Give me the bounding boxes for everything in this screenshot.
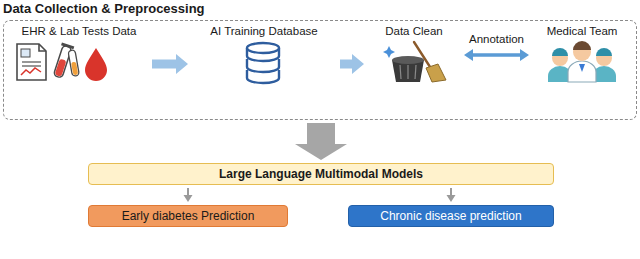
ehr-document-icon (17, 44, 46, 80)
clean-item: Data Clean (367, 24, 461, 86)
flow-arrow (464, 49, 529, 61)
output-box: Early diabetes Prediction (88, 205, 288, 227)
node-label: Large Language Multimodal Models (219, 167, 423, 181)
node-label: Medical Team (547, 24, 618, 39)
output-box: Chronic disease prediction (348, 205, 554, 227)
team-item: Medical Team (532, 24, 632, 86)
database-item: AI Training Database (191, 24, 337, 86)
database-icon (247, 43, 279, 83)
test-tube-icon (51, 42, 79, 78)
flow-arrow (447, 188, 456, 202)
flow-arrow (295, 123, 347, 160)
flow-arrow (152, 54, 188, 74)
model-box: Large Language Multimodal Models (88, 163, 554, 185)
flow-arrow (340, 54, 364, 74)
blood-drop-icon (85, 48, 107, 81)
node-label: Chronic disease prediction (380, 209, 521, 223)
medical-team-icon (548, 41, 616, 82)
node-label: AI Training Database (210, 24, 317, 39)
source-item: EHR & Lab Tests Data (9, 24, 149, 86)
flow-arrow (184, 188, 193, 202)
node-label: Early diabetes Prediction (122, 209, 255, 223)
group-box: Data Collection & PreprocessingEHR & Lab… (3, 20, 637, 120)
edge-label: Annotation (467, 32, 526, 46)
node-label: EHR & Lab Tests Data (22, 24, 137, 39)
data-clean-icon (383, 42, 446, 82)
node-label: Data Clean (385, 24, 443, 39)
group-heading: Data Collection & Preprocessing (3, 1, 205, 16)
